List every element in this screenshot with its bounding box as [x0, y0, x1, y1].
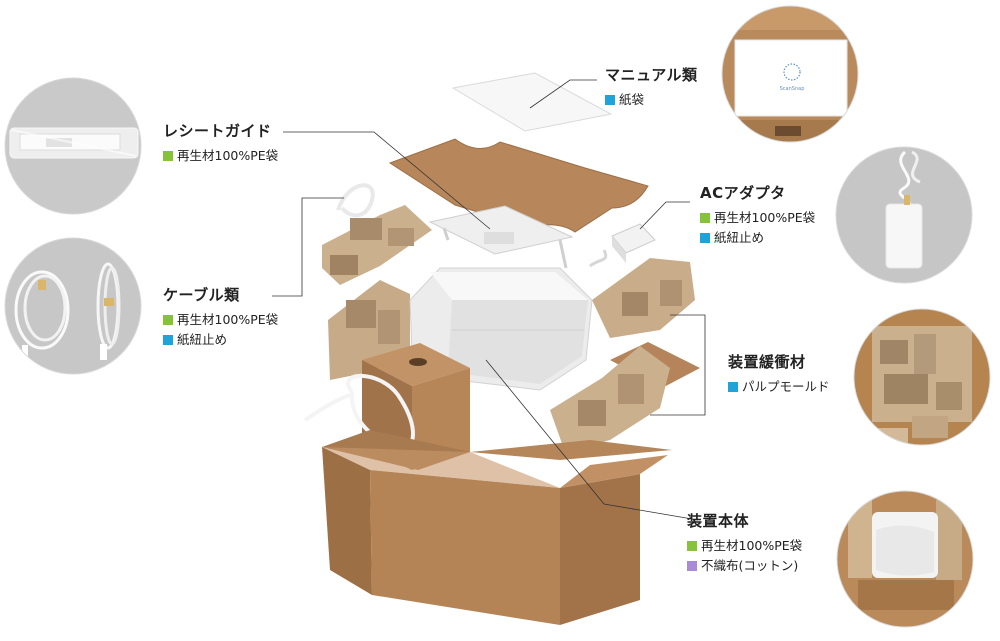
label-ac-adapter-material-1: 再生材100%PE袋: [700, 208, 815, 228]
cardboard-top-sheet: [388, 138, 649, 233]
scanner-main-unit: [409, 267, 593, 391]
label-cushioning: 装置緩衝材 パルプモールド: [728, 353, 830, 397]
cable-bundle-small: [336, 183, 375, 218]
label-main-unit-title: 装置本体: [687, 512, 750, 530]
leader-ac-adapter: [639, 201, 690, 230]
label-main-unit: 装置本体 再生材100%PE袋 不織布(コットン): [687, 512, 802, 576]
label-main-unit-material-2: 不織布(コットン): [687, 556, 802, 576]
label-main-unit-material-1: 再生材100%PE袋: [687, 536, 802, 556]
label-cables-material-1: 再生材100%PE袋: [163, 310, 278, 330]
material-text: 紙袋: [619, 92, 645, 107]
label-cables-material-2: 紙紐止め: [163, 330, 278, 350]
cushioning-photo: [854, 309, 990, 445]
material-text: パルプモールド: [742, 379, 830, 394]
material-swatch: [700, 213, 710, 223]
material-text: 再生材100%PE袋: [701, 538, 803, 553]
label-manual-material-1: 紙袋: [605, 90, 698, 110]
leader-receipt-guide: [283, 131, 491, 230]
label-cushioning-title: 装置緩衝材: [728, 353, 806, 371]
ac-adapter-part: [589, 223, 656, 268]
manual-sheet: [451, 72, 613, 132]
material-swatch: [728, 382, 738, 392]
material-text: 再生材100%PE袋: [177, 148, 279, 163]
manual-photo-logo: ScanSnap: [780, 86, 805, 92]
leader-main-unit: [485, 359, 699, 521]
label-cushioning-material-1: パルプモールド: [728, 377, 830, 397]
material-swatch: [163, 335, 173, 345]
pulp-cushion-right-top: [592, 258, 695, 338]
material-text: 不織布(コットン): [701, 558, 799, 573]
leader-manual: [529, 79, 597, 109]
leader-cushioning: [650, 314, 706, 416]
label-cables-title: ケーブル類: [163, 286, 240, 304]
material-text: 紙紐止め: [714, 230, 765, 245]
cardboard-box: [322, 430, 672, 625]
label-ac-adapter: ACアダプタ 再生材100%PE袋 紙紐止め: [700, 184, 815, 248]
material-swatch: [700, 233, 710, 243]
material-text: 再生材100%PE袋: [714, 210, 816, 225]
material-text: 紙紐止め: [177, 332, 228, 347]
label-receipt-guide: レシートガイド 再生材100%PE袋: [163, 122, 278, 166]
pulp-cushion-right-bottom: [550, 346, 670, 452]
main-unit-photo: [837, 491, 973, 627]
manual-photo: ScanSnap: [722, 6, 858, 142]
label-cables: ケーブル類 再生材100%PE袋 紙紐止め: [163, 286, 278, 350]
pulp-cushion-left-top: [322, 205, 432, 285]
cables-photo: [5, 238, 141, 374]
material-text: 再生材100%PE袋: [177, 312, 279, 327]
label-manual: マニュアル類 紙袋: [605, 66, 698, 110]
label-manual-title: マニュアル類: [605, 66, 698, 84]
label-ac-adapter-title: ACアダプタ: [700, 184, 786, 202]
leader-cables: [272, 197, 344, 297]
receipt-guide-part: [428, 205, 574, 269]
material-swatch: [163, 151, 173, 161]
label-ac-adapter-material-2: 紙紐止め: [700, 228, 815, 248]
material-swatch: [163, 315, 173, 325]
receipt-guide-photo: [5, 78, 141, 214]
material-swatch: [605, 95, 615, 105]
leader-lines: [272, 79, 706, 521]
label-receipt-guide-title: レシートガイド: [163, 122, 272, 140]
label-receipt-guide-material-1: 再生材100%PE袋: [163, 146, 278, 166]
material-swatch: [687, 541, 697, 551]
material-swatch: [687, 561, 697, 571]
ac-adapter-photo: [836, 147, 972, 283]
